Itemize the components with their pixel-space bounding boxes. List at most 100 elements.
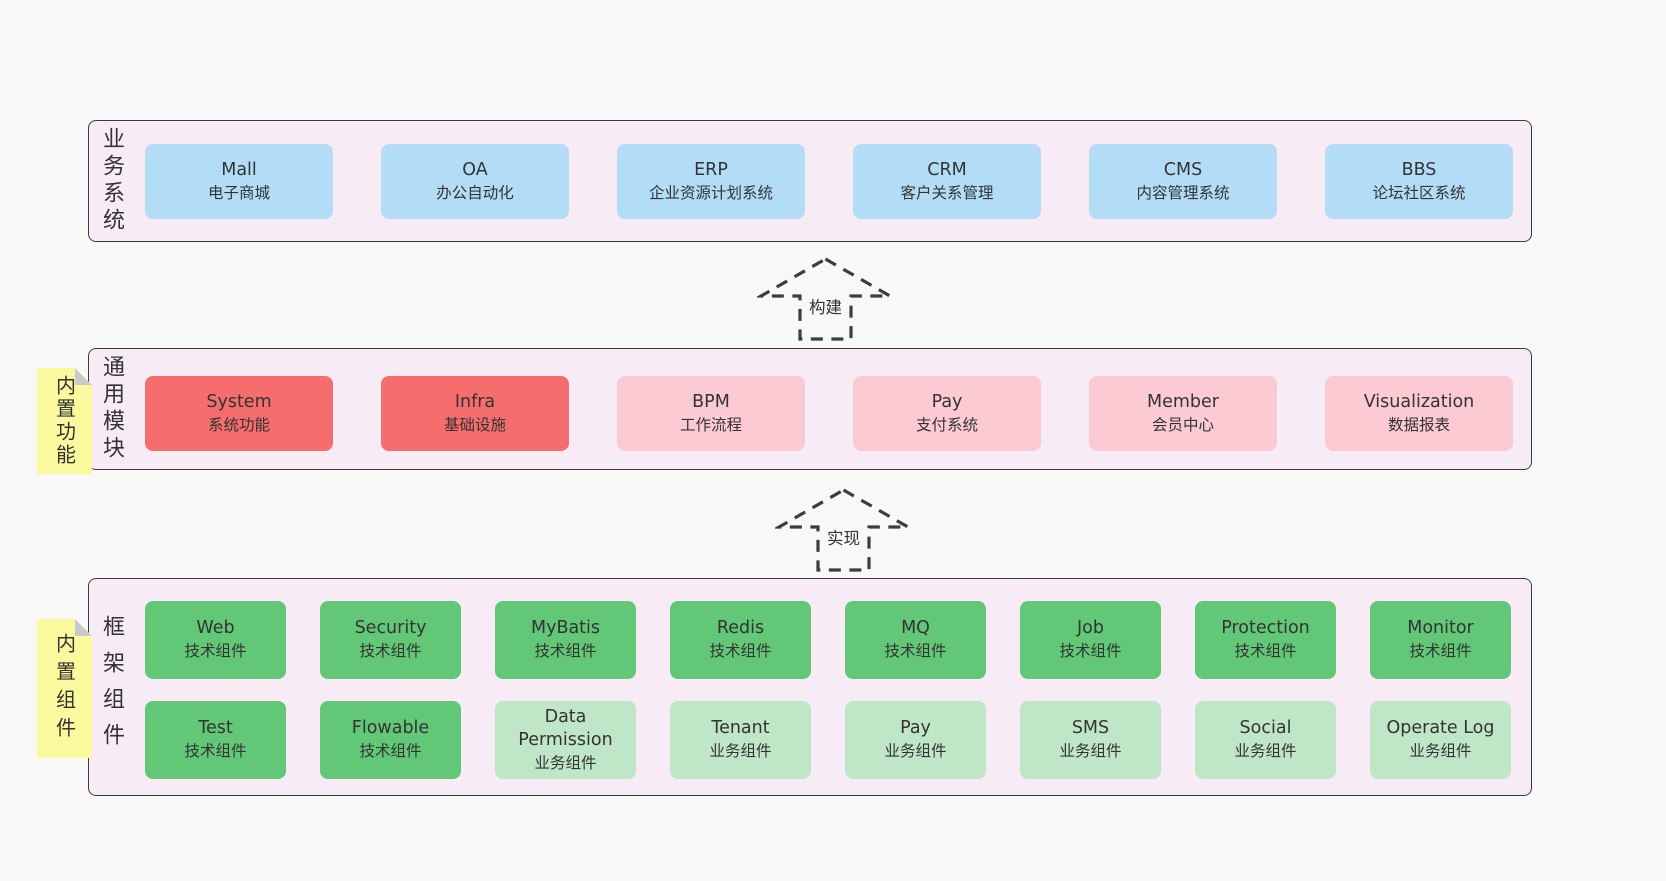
module-box-data-permission: Data Permission 业务组件 — [495, 701, 636, 779]
framework-components-row-2: Test 技术组件 Flowable 技术组件 Data Permission … — [145, 701, 1511, 779]
implement-arrow-label: 实现 — [824, 525, 863, 549]
module-name-en: Pay — [931, 391, 963, 412]
module-subtitle-zh: 支付系统 — [915, 415, 978, 434]
module-name-en: Infra — [454, 391, 496, 412]
module-box-cms: CMS 内容管理系统 — [1089, 144, 1277, 219]
common-modules-row: System 系统功能 Infra 基础设施 BPM 工作流程 Pay 支付系统… — [145, 376, 1513, 451]
module-name-en: Mall — [221, 159, 257, 180]
module-box-monitor: Monitor 技术组件 — [1370, 601, 1511, 679]
module-subtitle-zh: 企业资源计划系统 — [648, 183, 773, 202]
module-subtitle-zh: 业务组件 — [1409, 742, 1472, 761]
module-box-bbs: BBS 论坛社区系统 — [1325, 144, 1513, 219]
module-subtitle-zh: 内容管理系统 — [1136, 183, 1230, 202]
module-box-mq: MQ 技术组件 — [845, 601, 986, 679]
module-box-system: System 系统功能 — [145, 376, 333, 451]
module-subtitle-zh: 系统功能 — [207, 415, 270, 434]
module-box-mybatis: MyBatis 技术组件 — [495, 601, 636, 679]
module-subtitle-zh: 数据报表 — [1387, 415, 1450, 434]
module-box-web: Web 技术组件 — [145, 601, 286, 679]
module-subtitle-zh: 技术组件 — [359, 742, 422, 761]
module-box-social: Social 业务组件 — [1195, 701, 1336, 779]
module-name-en: System — [206, 391, 272, 412]
module-subtitle-zh: 技术组件 — [184, 642, 247, 661]
module-box-tenant: Tenant 业务组件 — [670, 701, 811, 779]
module-name-en: ERP — [694, 159, 728, 180]
module-name-en: Data Permission — [518, 707, 613, 750]
module-name-en: Social — [1239, 718, 1292, 739]
module-name-en: Operate Log — [1386, 718, 1495, 739]
module-subtitle-zh: 工作流程 — [679, 415, 742, 434]
module-subtitle-zh: 论坛社区系统 — [1372, 183, 1466, 202]
module-subtitle-zh: 技术组件 — [534, 642, 597, 661]
module-box-operate-log: Operate Log 业务组件 — [1370, 701, 1511, 779]
section-label-business: 业务系统 — [99, 127, 124, 235]
module-subtitle-zh: 业务组件 — [709, 742, 772, 761]
module-name-en: Protection — [1221, 618, 1310, 639]
module-box-mall: Mall 电子商城 — [145, 144, 333, 219]
sticky-note-builtin-features: 内置功能 — [37, 368, 92, 474]
module-name-en: Member — [1147, 391, 1219, 412]
module-subtitle-zh: 技术组件 — [884, 642, 947, 661]
module-box-protection: Protection 技术组件 — [1195, 601, 1336, 679]
module-box-oa: OA 办公自动化 — [381, 144, 569, 219]
module-name-en: BBS — [1401, 159, 1437, 180]
module-subtitle-zh: 业务组件 — [884, 742, 947, 761]
module-name-en: CRM — [927, 159, 967, 180]
module-box-job: Job 技术组件 — [1020, 601, 1161, 679]
module-name-en: Job — [1077, 618, 1104, 639]
implement-arrow: 实现 — [775, 487, 912, 573]
module-subtitle-zh: 技术组件 — [1059, 642, 1122, 661]
module-name-en: Redis — [716, 618, 765, 639]
module-name-en: Security — [354, 618, 427, 639]
module-box-flowable: Flowable 技术组件 — [320, 701, 461, 779]
build-arrow: 构建 — [757, 256, 894, 342]
common-modules-section: 通用模块 System 系统功能 Infra 基础设施 BPM 工作流程 Pay… — [88, 348, 1532, 470]
module-subtitle-zh: 技术组件 — [359, 642, 422, 661]
module-box-visualization: Visualization 数据报表 — [1325, 376, 1513, 451]
module-subtitle-zh: 业务组件 — [1234, 742, 1297, 761]
module-box-pay: Pay 支付系统 — [853, 376, 1041, 451]
sticky-note-builtin-components: 内置组件 — [37, 619, 92, 758]
module-subtitle-zh: 业务组件 — [1059, 742, 1122, 761]
module-subtitle-zh: 业务组件 — [534, 753, 597, 772]
module-box-pay: Pay 业务组件 — [845, 701, 986, 779]
business-systems-section: 业务系统 Mall 电子商城 OA 办公自动化 ERP 企业资源计划系统 CRM… — [88, 120, 1532, 242]
sticky-note-text: 内置功能 — [52, 375, 77, 467]
module-subtitle-zh: 会员中心 — [1151, 415, 1214, 434]
module-box-member: Member 会员中心 — [1089, 376, 1277, 451]
module-name-en: Web — [196, 618, 235, 639]
build-arrow-label: 构建 — [806, 294, 845, 318]
business-systems-row: Mall 电子商城 OA 办公自动化 ERP 企业资源计划系统 CRM 客户关系… — [145, 144, 1513, 219]
module-name-en: BPM — [692, 391, 730, 412]
module-box-sms: SMS 业务组件 — [1020, 701, 1161, 779]
module-subtitle-zh: 技术组件 — [1234, 642, 1297, 661]
module-name-en: Visualization — [1363, 391, 1475, 412]
module-name-en: Pay — [900, 718, 931, 739]
module-name-en: Tenant — [711, 718, 770, 739]
module-subtitle-zh: 技术组件 — [709, 642, 772, 661]
section-label-framework: 框架组件 — [99, 615, 124, 759]
module-subtitle-zh: 电子商城 — [207, 183, 270, 202]
module-name-en: MyBatis — [530, 618, 601, 639]
module-name-en: Flowable — [351, 718, 430, 739]
module-name-en: Monitor — [1407, 618, 1474, 639]
module-box-crm: CRM 客户关系管理 — [853, 144, 1041, 219]
framework-components-section: 框架组件 Web 技术组件 Security 技术组件 MyBatis 技术组件… — [88, 578, 1532, 796]
module-name-en: SMS — [1071, 718, 1110, 739]
module-name-en: Test — [198, 718, 233, 739]
module-name-en: OA — [462, 159, 488, 180]
module-subtitle-zh: 基础设施 — [443, 415, 506, 434]
module-subtitle-zh: 办公自动化 — [436, 183, 514, 202]
module-box-bpm: BPM 工作流程 — [617, 376, 805, 451]
module-box-test: Test 技术组件 — [145, 701, 286, 779]
framework-components-row-1: Web 技术组件 Security 技术组件 MyBatis 技术组件 Redi… — [145, 601, 1511, 679]
module-name-en: MQ — [901, 618, 930, 639]
module-box-redis: Redis 技术组件 — [670, 601, 811, 679]
module-box-infra: Infra 基础设施 — [381, 376, 569, 451]
module-subtitle-zh: 技术组件 — [1409, 642, 1472, 661]
module-box-security: Security 技术组件 — [320, 601, 461, 679]
section-label-modules: 通用模块 — [99, 355, 124, 463]
module-box-erp: ERP 企业资源计划系统 — [617, 144, 805, 219]
module-subtitle-zh: 技术组件 — [184, 742, 247, 761]
